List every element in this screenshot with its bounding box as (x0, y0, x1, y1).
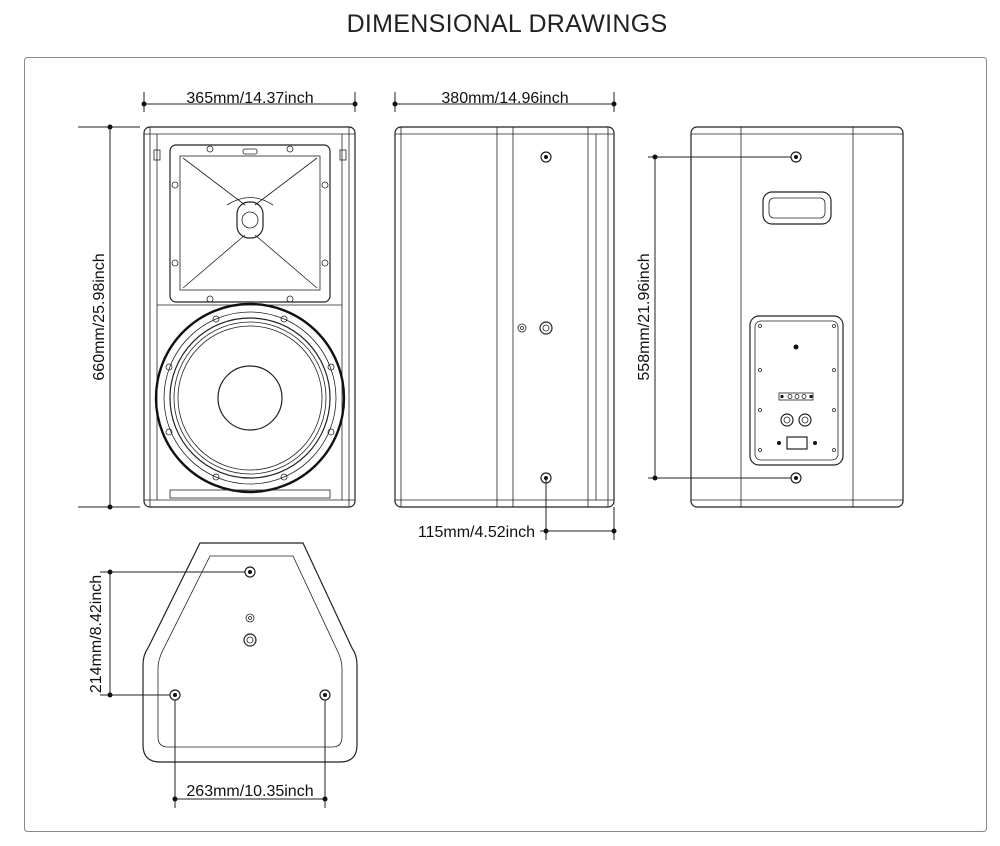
drawing-frame (24, 57, 987, 832)
back-view (690, 126, 904, 508)
page-title: DIMENSIONAL DRAWINGS (346, 10, 668, 38)
dust-cap (217, 365, 283, 431)
bottom-width-spacing-label: 263mm/10.35inch (186, 783, 313, 800)
amp-panel (749, 315, 844, 466)
front-height-label: 660mm/25.98inch (91, 253, 108, 380)
side-rear-offset-label: 115mm/4.52inch (418, 524, 535, 541)
horn-throat (236, 201, 264, 239)
woofer (154, 302, 346, 494)
front-width-label: 365mm/14.37inch (186, 90, 313, 107)
side-depth-label: 380mm/14.96inch (441, 90, 568, 107)
handle (762, 191, 832, 225)
horn-frame (169, 144, 331, 303)
bottom-view (142, 542, 358, 763)
rear-rigging-spacing-label: 558mm/21.96inch (636, 253, 653, 380)
bottom-depth-spacing-label: 214mm/8.42inch (88, 575, 105, 693)
dimension-lines (78, 92, 791, 808)
front-view (143, 126, 356, 508)
side-view (394, 126, 615, 508)
